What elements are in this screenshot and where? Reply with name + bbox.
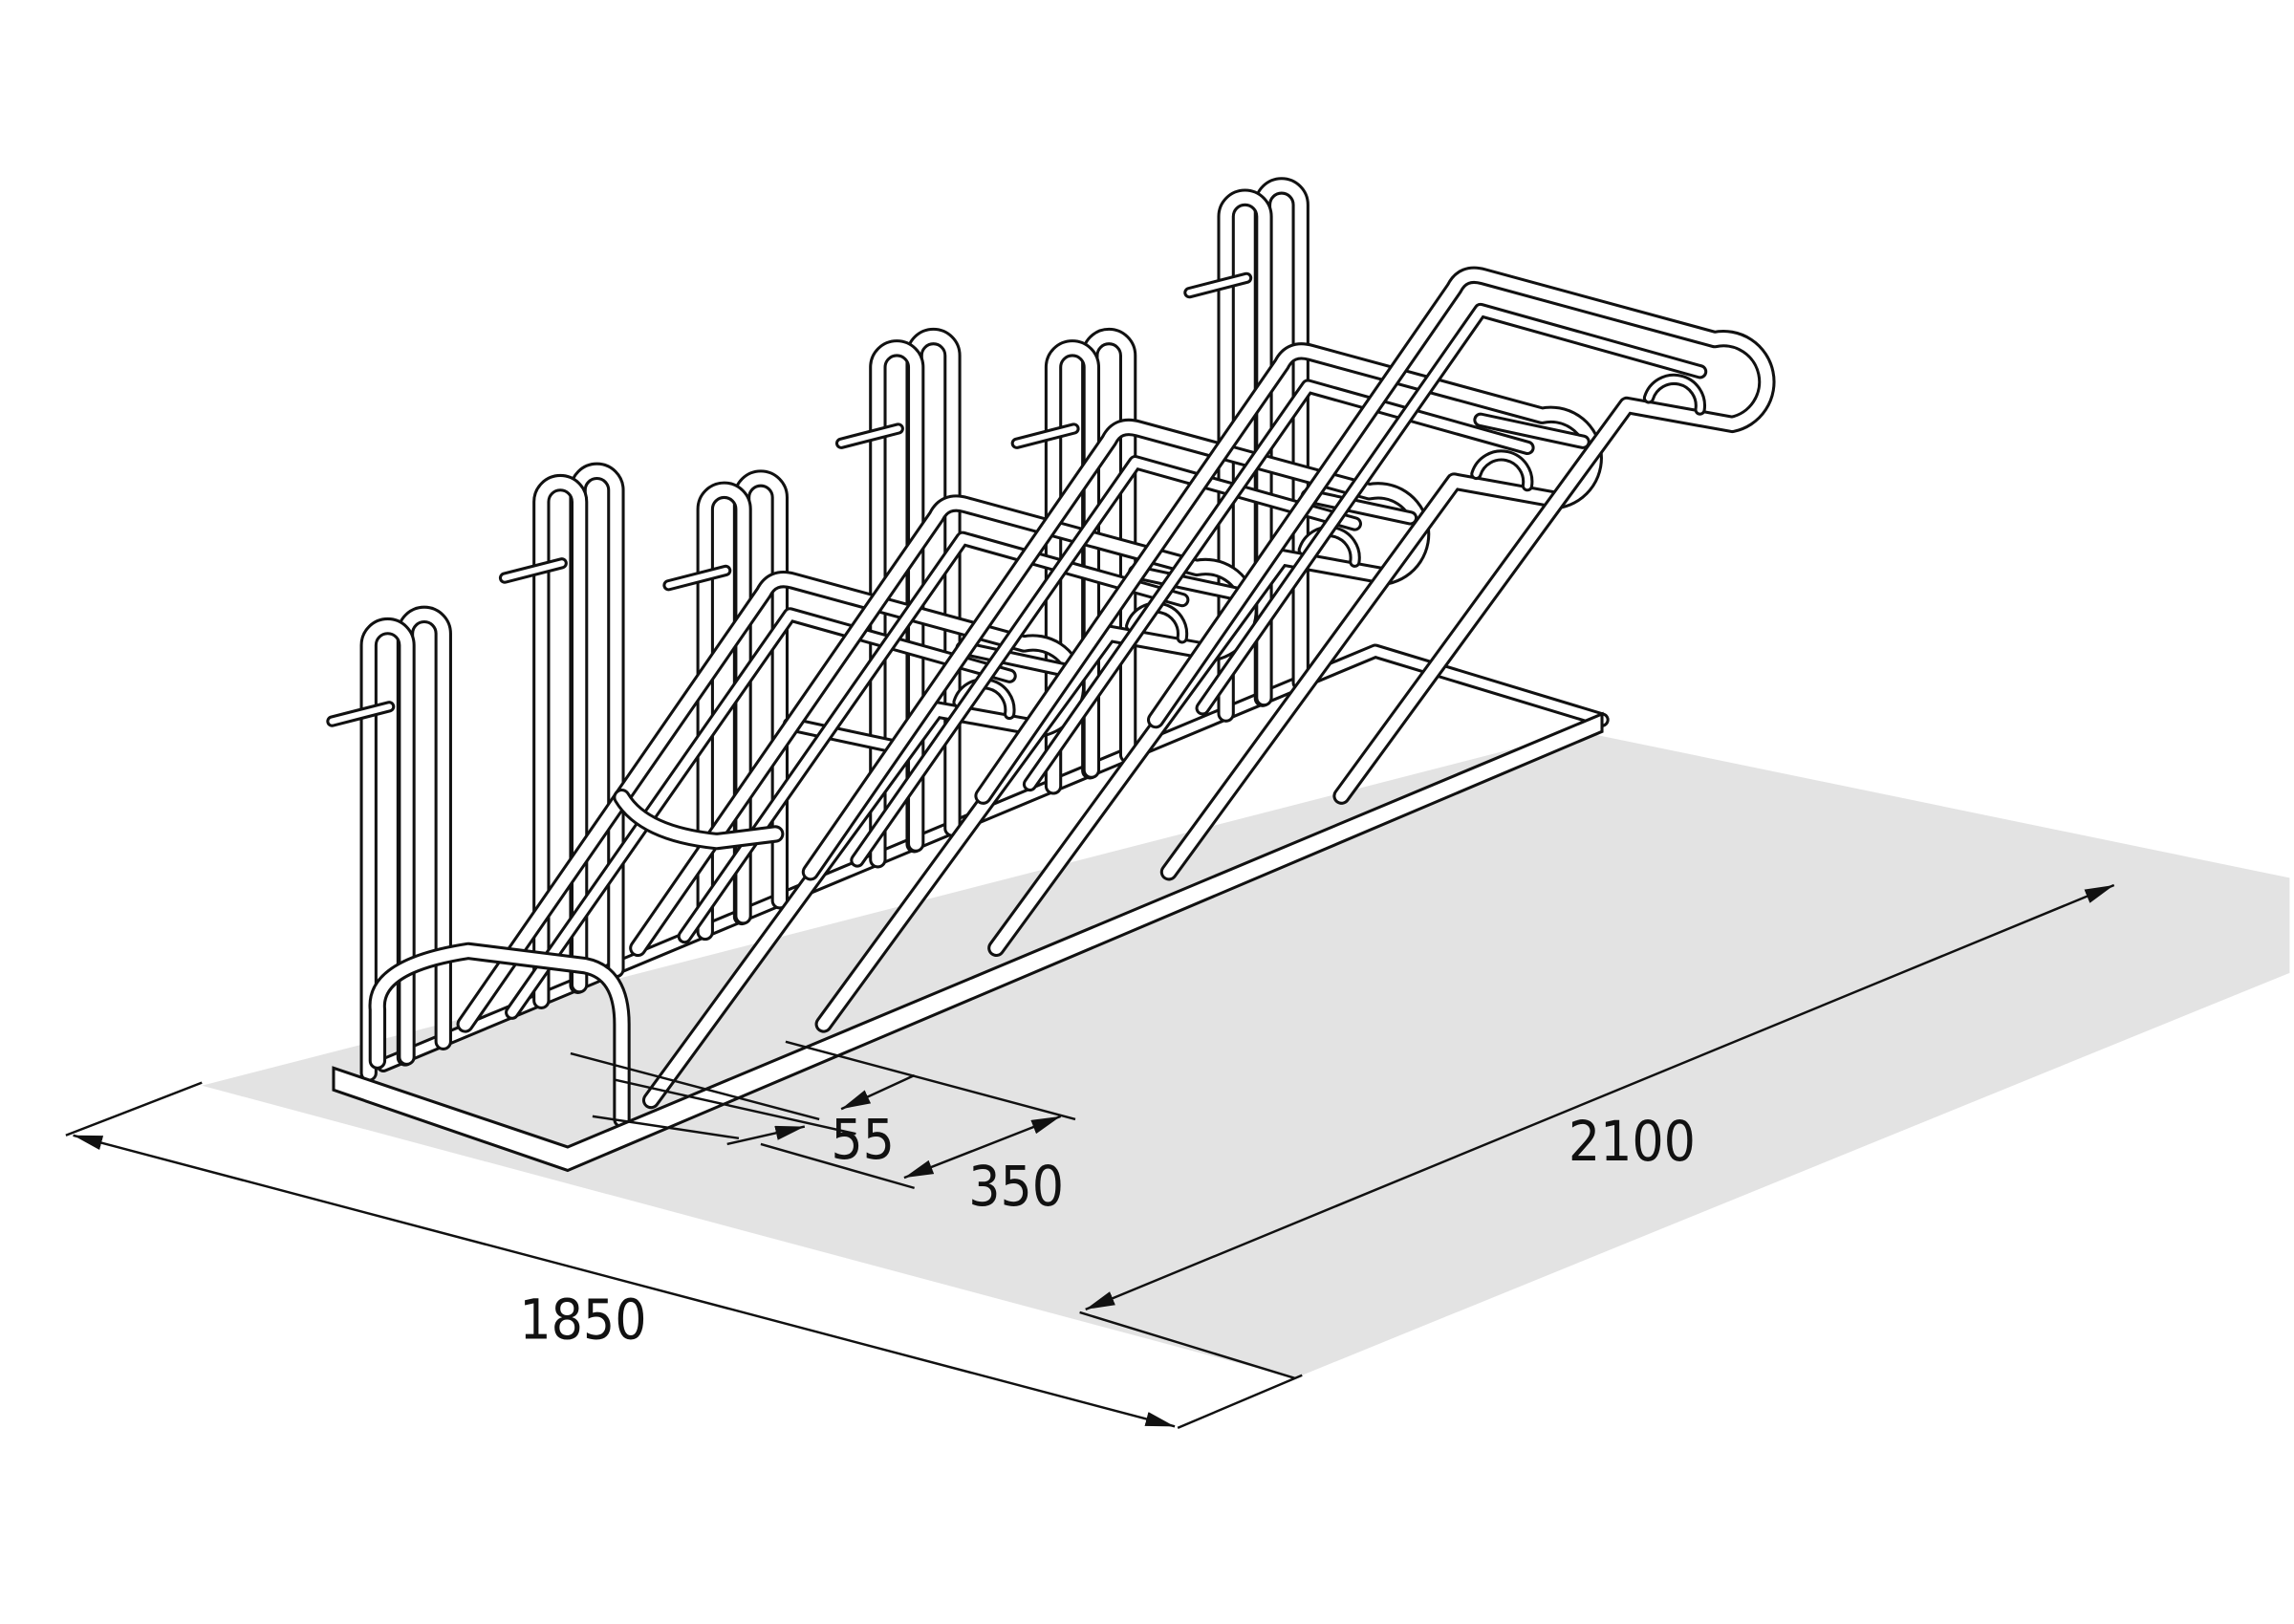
wheel-rest-5 bbox=[1473, 412, 1591, 449]
wheel-rest-3 bbox=[1128, 564, 1245, 602]
inclined-frame-inner-2 bbox=[677, 531, 1190, 944]
wheel-rest-2 bbox=[955, 640, 1072, 678]
dimension-width-label: 1850 bbox=[519, 1288, 646, 1353]
dimension-tube-spacing: 55 bbox=[570, 1051, 916, 1172]
wheel-rest-4 bbox=[1300, 488, 1418, 526]
upright-hoop-6 bbox=[1217, 188, 1273, 723]
dimension-length: 2100 bbox=[1079, 883, 2115, 1380]
hoop-hook-3 bbox=[662, 564, 732, 592]
inclined-frame-4 bbox=[974, 342, 1603, 881]
floor-shadow bbox=[202, 731, 2290, 1378]
hoop-hook-2 bbox=[498, 557, 568, 584]
wheel-rest-1 bbox=[782, 717, 900, 754]
inclined-frame-1 bbox=[456, 570, 1086, 1110]
hoop-hook-1 bbox=[326, 701, 396, 727]
dimension-slot-spacing: 350 bbox=[760, 1040, 1076, 1219]
dimension-slot-spacing-label: 350 bbox=[968, 1154, 1064, 1219]
bike-rack bbox=[326, 177, 1776, 1173]
upright-hoop-2 bbox=[532, 474, 589, 1009]
wheel-clip-5 bbox=[1642, 373, 1706, 416]
dimension-tube-spacing-label: 55 bbox=[831, 1107, 895, 1172]
upright-hoop-5 bbox=[1044, 339, 1101, 795]
inclined-frame-inner-3 bbox=[850, 455, 1362, 868]
hoop-hook-4 bbox=[834, 422, 904, 449]
inclined-frame-5 bbox=[1147, 266, 1776, 805]
wheel-clip-3 bbox=[1297, 525, 1361, 568]
wheel-clip-1 bbox=[952, 678, 1016, 721]
inclined-frame-inner-4 bbox=[1022, 379, 1535, 792]
hoop-hook-5 bbox=[1010, 422, 1080, 449]
upright-hoop-3 bbox=[696, 481, 752, 942]
inclined-frame-2 bbox=[629, 494, 1258, 1033]
dimension-length-label: 2100 bbox=[1569, 1109, 1696, 1174]
wheel-clip-4 bbox=[1470, 449, 1534, 492]
front-curved-frame bbox=[368, 942, 631, 1129]
dimension-width: 1850 bbox=[65, 1081, 1303, 1430]
upright-hoop-1 bbox=[359, 617, 416, 1082]
inclined-frame-3 bbox=[801, 418, 1431, 958]
upright-hoop-4 bbox=[869, 339, 925, 869]
inclined-frame-inner-5 bbox=[1195, 302, 1708, 716]
inclined-frame-inner-1 bbox=[505, 607, 1017, 1020]
wheel-clip-2 bbox=[1125, 601, 1189, 644]
front-wheel-rest bbox=[613, 789, 785, 851]
hoop-hook-6 bbox=[1183, 271, 1253, 299]
